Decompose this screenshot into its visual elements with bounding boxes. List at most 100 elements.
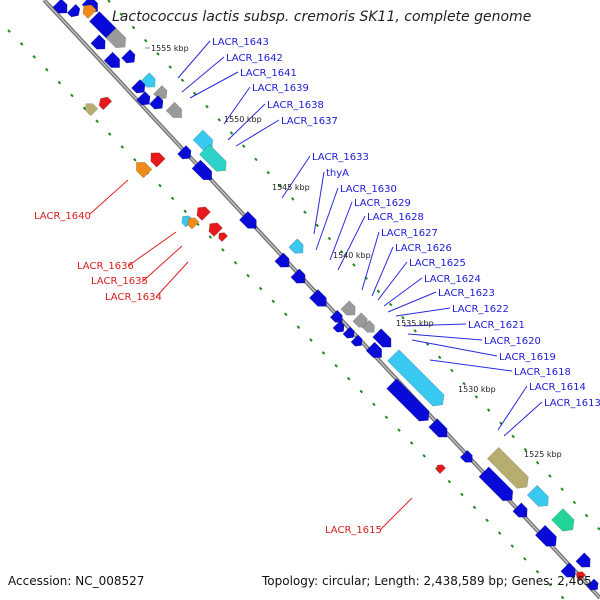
gene-label[interactable]: LACR_1635: [91, 276, 148, 287]
gene-label[interactable]: LACR_1630: [340, 184, 397, 195]
gene-feature-reverse[interactable]: [96, 94, 113, 111]
leader-line: [403, 323, 467, 327]
gene-feature[interactable]: [372, 328, 396, 352]
forward-gene-labels: LACR_1643 LACR_1642 LACR_1641 LACR_1639 …: [212, 37, 600, 409]
gene-feature[interactable]: [309, 289, 330, 310]
gene-label[interactable]: LACR_1623: [438, 288, 495, 299]
gene-feature[interactable]: [478, 466, 517, 505]
gene-label[interactable]: LACR_1621: [468, 320, 525, 331]
gene-feature[interactable]: [121, 49, 139, 67]
gene-label[interactable]: LACR_1637: [281, 116, 338, 127]
gene-feature[interactable]: [575, 552, 594, 571]
gene-label[interactable]: LACR_1624: [424, 274, 481, 285]
gene-feature-reverse[interactable]: [434, 462, 447, 475]
gene-feature[interactable]: [350, 334, 365, 349]
gene-feature[interactable]: [165, 101, 186, 122]
leader-line: [315, 187, 339, 251]
scale-label: 1525 kbp: [524, 450, 562, 459]
gene-feature[interactable]: [342, 326, 357, 341]
leader-line: [411, 339, 498, 357]
gene-feature[interactable]: [487, 447, 532, 492]
gene-feature[interactable]: [428, 418, 452, 442]
gene-label[interactable]: LACR_1640: [34, 211, 91, 222]
leader-line-reverse: [379, 497, 413, 531]
gene-feature[interactable]: [153, 85, 171, 103]
gene-feature-reverse[interactable]: [80, 2, 97, 19]
label-leaders-reverse: [89, 179, 413, 531]
leader-line: [189, 71, 239, 99]
gene-feature[interactable]: [131, 79, 149, 97]
gene-feature-reverse[interactable]: [132, 158, 153, 179]
gene-label[interactable]: LACR_1638: [267, 100, 324, 111]
gene-feature[interactable]: [177, 145, 195, 163]
leader-line: [227, 103, 266, 141]
gene-feature[interactable]: [191, 159, 216, 184]
gene-feature[interactable]: [290, 268, 309, 287]
gene-feature[interactable]: [551, 508, 579, 536]
gene-label[interactable]: LACR_1643: [212, 37, 269, 48]
gene-feature[interactable]: [149, 95, 167, 113]
gene-feature[interactable]: [586, 578, 600, 593]
gene-feature[interactable]: [52, 0, 71, 17]
gene-feature[interactable]: [90, 34, 109, 53]
gene-feature[interactable]: [361, 319, 378, 336]
gene-feature[interactable]: [365, 341, 386, 362]
gene-label[interactable]: LACR_1641: [240, 68, 297, 79]
gene-feature[interactable]: [199, 144, 230, 175]
genome-summary-text: Topology: circular; Length: 2,438,589 bp…: [262, 574, 592, 588]
gene-label[interactable]: thyA: [326, 168, 349, 179]
reverse-gene-labels: LACR_1640 LACR_1636 LACR_1635 LACR_1634 …: [34, 211, 382, 536]
gene-label[interactable]: LACR_1615: [325, 525, 382, 536]
gene-feature[interactable]: [340, 300, 359, 319]
gene-label[interactable]: LACR_1614: [529, 382, 586, 393]
gene-feature-reverse[interactable]: [82, 100, 99, 117]
gene-feature[interactable]: [560, 562, 579, 581]
gene-feature[interactable]: [136, 91, 154, 109]
gene-label[interactable]: LACR_1618: [514, 367, 571, 378]
gene-label[interactable]: LACR_1620: [484, 336, 541, 347]
scale-label: 1555 kbp: [151, 44, 189, 53]
gene-label[interactable]: LACR_1642: [226, 53, 283, 64]
gene-feature[interactable]: [239, 211, 260, 232]
gene-feature-reverse[interactable]: [206, 220, 223, 237]
gene-feature[interactable]: [140, 72, 159, 91]
gene-feature[interactable]: [103, 51, 124, 72]
gene-label[interactable]: LACR_1633: [312, 152, 369, 163]
scale-label: 1545 kbp: [272, 183, 310, 192]
gene-label[interactable]: LACR_1626: [395, 243, 452, 254]
leader-line-reverse: [89, 179, 129, 215]
gene-feature[interactable]: [332, 320, 347, 335]
gene-feature[interactable]: [526, 484, 552, 510]
gene-feature[interactable]: [66, 3, 83, 20]
gene-label[interactable]: LACR_1613: [544, 398, 600, 409]
gene-label[interactable]: LACR_1625: [409, 258, 466, 269]
gene-feature[interactable]: [512, 502, 531, 521]
gene-feature[interactable]: [459, 449, 476, 466]
gene-feature-reverse[interactable]: [185, 215, 200, 230]
leader-line: [407, 333, 483, 341]
gene-feature[interactable]: [274, 252, 293, 271]
gene-label[interactable]: LACR_1636: [77, 261, 134, 272]
gene-feature[interactable]: [386, 378, 434, 426]
gene-label[interactable]: LACR_1619: [499, 352, 556, 363]
gene-feature[interactable]: [534, 524, 560, 550]
gene-feature-reverse[interactable]: [574, 569, 587, 582]
leader-line: [281, 155, 311, 199]
gene-label[interactable]: LACR_1627: [381, 228, 438, 239]
leader-line: [377, 261, 408, 301]
gene-label[interactable]: LACR_1634: [105, 292, 162, 303]
gene-feature-reverse[interactable]: [147, 149, 166, 168]
gene-feature-reverse[interactable]: [216, 230, 229, 243]
gene-feature-reverse[interactable]: [194, 204, 211, 221]
leader-line: [429, 359, 513, 372]
gene-label[interactable]: LACR_1629: [354, 198, 411, 209]
gene-feature[interactable]: [387, 349, 449, 411]
gene-label[interactable]: LACR_1639: [252, 83, 309, 94]
feature-track: [52, 0, 600, 593]
gene-feature[interactable]: [105, 27, 130, 52]
gene-label[interactable]: LACR_1622: [452, 304, 509, 315]
leader-line: [371, 246, 394, 297]
leader-line: [235, 119, 280, 147]
gene-feature[interactable]: [288, 238, 307, 257]
gene-label[interactable]: LACR_1628: [367, 212, 424, 223]
